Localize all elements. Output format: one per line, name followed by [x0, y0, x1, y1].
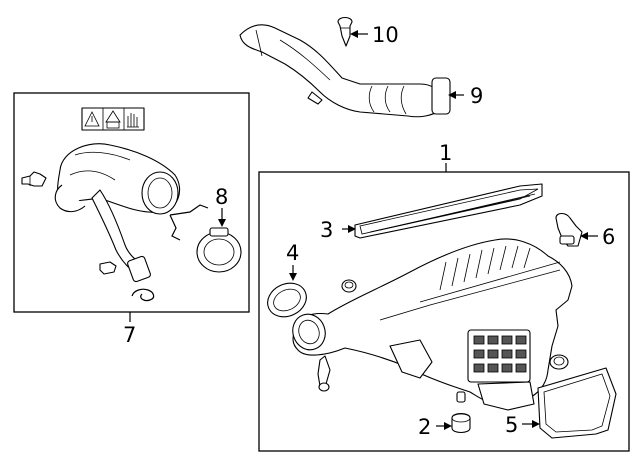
- callout-4: 4: [286, 241, 299, 265]
- callout-2: 2: [418, 415, 431, 439]
- seal-ring-4: [267, 282, 307, 318]
- warning-triangle-book-icon: [105, 110, 121, 129]
- air-filter-3: [354, 183, 543, 239]
- assembly-box-1: [258, 163, 630, 452]
- grommet-small: [456, 391, 466, 403]
- hand-caution-icon: [127, 113, 139, 128]
- warning-label: [81, 107, 145, 131]
- callout-9: 9: [470, 84, 483, 108]
- grommet-top: [341, 279, 357, 293]
- air-cleaner-housing: [292, 238, 573, 411]
- clip-lower: [99, 261, 117, 275]
- intake-hose-9: [239, 24, 451, 118]
- callout-10: 10: [372, 23, 399, 47]
- push-pin-10: [337, 16, 353, 47]
- clip-left: [21, 171, 47, 187]
- warning-triangle-icon: [84, 111, 100, 127]
- callout-6: 6: [602, 225, 615, 249]
- callout-7: 7: [123, 323, 136, 347]
- intake-resonator-assembly: [54, 143, 180, 283]
- clamp-ring-8: [196, 227, 242, 273]
- callout-5: 5: [505, 413, 518, 437]
- callout-1: 1: [439, 141, 452, 165]
- sensor-6: [555, 212, 583, 247]
- rubber-mount-2: [451, 412, 471, 434]
- callout-8: 8: [215, 185, 228, 209]
- callout-3: 3: [320, 218, 333, 242]
- wire-bracket: [169, 204, 209, 241]
- gasket-5: [537, 367, 617, 439]
- hose-clip-small: [131, 288, 155, 302]
- cap-fitting: [549, 354, 569, 370]
- assembly-box-7: [13, 92, 250, 322]
